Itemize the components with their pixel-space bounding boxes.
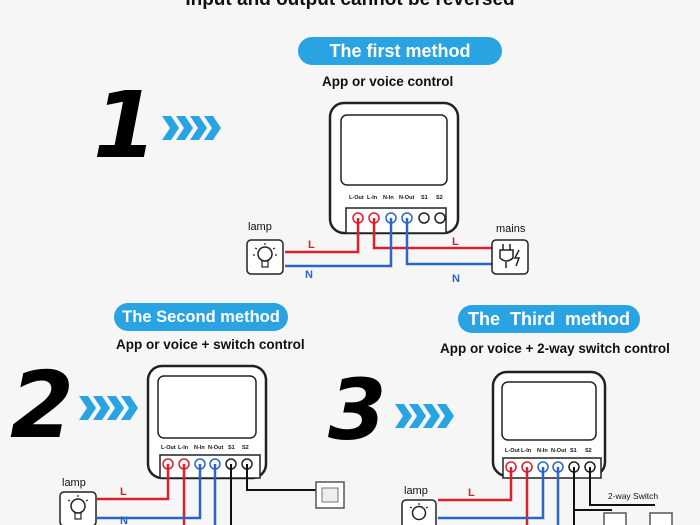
live-label: L [452,236,459,248]
terminal-label: N-In [194,445,205,451]
method-3-diagram: L-Out L-In N-In N-Out S1 S2 L lamp [401,370,673,525]
method-2-title: The Second method [114,303,288,331]
terminal-label: L-Out [505,448,520,454]
lamp-label: lamp [62,477,86,489]
method-3-number: 3 [328,361,387,459]
terminal-label: L-In [521,448,532,454]
terminal-label: N-Out [208,445,223,451]
method-1-diagram: L-Out L-In N-In N-Out S1 S2 L N L N lamp [246,101,529,285]
lamp-icon [59,491,97,525]
plug-icon [491,239,529,275]
terminal-label: L-In [178,445,189,451]
neutral-label: N [120,515,128,525]
terminal-label: S2 [436,195,443,201]
method-1-subtitle: App or voice control [322,74,454,89]
neutral-label: N [452,273,460,285]
neutral-label: N [305,269,313,281]
two-way-switch-icon [603,512,673,525]
method-3-title: The Third method [458,305,640,333]
method-2-number: 2 [10,352,75,459]
wall-switch-icon [315,481,345,509]
lamp-label: lamp [248,221,272,233]
terminal-label: S1 [570,448,577,454]
header-warning: Input and output cannot be reversed [0,0,700,11]
method-1-title: The first method [298,37,502,65]
terminal-label: N-Out [399,195,414,201]
method-2-subtitle: App or voice + switch control [116,337,305,352]
method-3-arrow-icon [395,404,454,428]
terminal-label: L-In [367,195,378,201]
terminal-label: S1 [228,445,235,451]
method-1-arrow-icon [162,116,221,140]
method-1-number: 1 [93,72,158,179]
terminal-label: S2 [585,448,592,454]
method-2-arrow-icon [79,396,138,420]
terminal-label: S1 [421,195,428,201]
terminal-label: L-Out [349,195,364,201]
two-way-switch-label: 2-way Switch [608,491,658,501]
mains-label: mains [496,223,526,235]
live-label: L [120,486,127,498]
lamp-icon [401,499,437,525]
terminal-label: N-Out [551,448,566,454]
lamp-label: lamp [404,485,428,497]
live-label: L [308,239,315,251]
terminal-label: N-In [537,448,548,454]
terminal-label: S2 [242,445,249,451]
method-2-diagram: L-Out L-In N-In N-Out S1 S2 L N lamp [59,364,345,525]
live-label: L [468,487,475,499]
lamp-icon [246,239,284,275]
terminal-label: N-In [383,195,394,201]
method-3-subtitle: App or voice + 2-way switch control [440,341,670,356]
terminal-label: L-Out [161,445,176,451]
